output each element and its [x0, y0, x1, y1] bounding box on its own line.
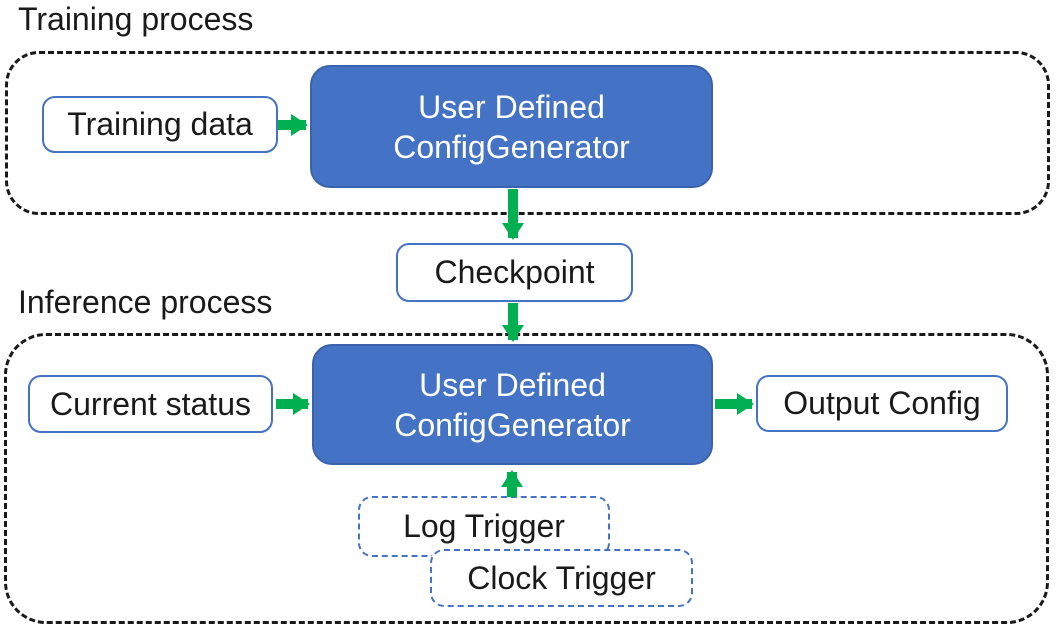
node-clock-trigger-label: Clock Trigger: [467, 559, 656, 596]
node-config-generator-training: User Defined ConfigGenerator: [310, 65, 713, 188]
node-checkpoint: Checkpoint: [396, 243, 633, 302]
node-log-trigger: Log Trigger: [358, 496, 610, 557]
inference-process-container: [4, 333, 1049, 624]
node-config-generator-inference-line2: ConfigGenerator: [394, 406, 631, 443]
node-training-data-label: Training data: [67, 106, 253, 142]
node-config-generator-training-line2: ConfigGenerator: [393, 128, 630, 165]
node-clock-trigger: Clock Trigger: [430, 549, 693, 607]
node-current-status-label: Current status: [50, 385, 251, 422]
node-config-generator-inference-line1: User Defined: [419, 366, 606, 403]
node-checkpoint-label: Checkpoint: [434, 254, 595, 290]
node-config-generator-inference: User Defined ConfigGenerator: [312, 344, 713, 465]
section-label-training: Training process: [18, 1, 254, 37]
training-process-container: [5, 51, 1050, 215]
node-log-trigger-label: Log Trigger: [403, 508, 565, 544]
node-output-config-label: Output Config: [783, 385, 981, 421]
section-label-inference: Inference process: [18, 284, 273, 320]
node-output-config: Output Config: [756, 375, 1008, 432]
node-training-data: Training data: [42, 96, 278, 153]
node-config-generator-training-line1: User Defined: [418, 88, 605, 125]
node-current-status: Current status: [28, 375, 273, 433]
